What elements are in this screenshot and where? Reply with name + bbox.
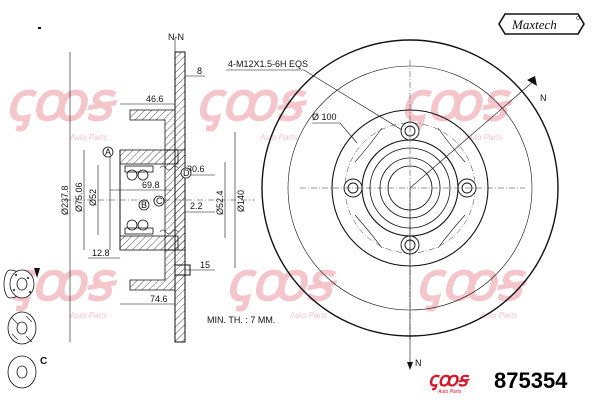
- dim-75: Ø75.06: [74, 182, 84, 212]
- dim-52: Ø52: [88, 189, 98, 206]
- gos-logo: ꞔꝏꞩ Auto Parts: [428, 369, 470, 395]
- section-label: N-N: [168, 32, 184, 42]
- dim-8: 8: [197, 66, 202, 76]
- watermark-group: ꞔꝏꞩ Auto Parts ꞔꝏꞩ Auto Parts ꞔꝏꞩ Auto P…: [5, 72, 528, 320]
- watermark: ꞔꝏꞩ: [195, 72, 308, 132]
- watermark-sub: Auto Parts: [69, 133, 107, 142]
- dim-2-2: 2.2: [190, 201, 203, 211]
- corner-mark: [38, 27, 41, 29]
- gos-logo-sub: Auto Parts: [437, 389, 462, 395]
- svg-text:C: C: [40, 356, 47, 367]
- watermark: ꞔꝏꞩ: [5, 72, 118, 132]
- callout-a: A: [102, 146, 114, 158]
- part-number: 875354: [494, 368, 568, 393]
- dim-140: Ø140: [236, 190, 246, 212]
- callout-d-label: D: [183, 168, 190, 178]
- cross-section: N-N 8 46.6 30.6 69.8 2.2 12.8 15 74.6 Ø2…: [60, 32, 255, 343]
- coated-disc-icon: C: [7, 355, 47, 389]
- section-mark-top: N: [540, 93, 547, 103]
- dim-outer-diameter: Ø237.8: [60, 185, 70, 215]
- callout-a-label: A: [105, 147, 111, 157]
- grooved-disc-icon: [7, 311, 37, 345]
- callout-b: B: [138, 199, 150, 211]
- section-mark-bottom: N: [415, 358, 422, 368]
- drilled-disc-icon: [3, 268, 40, 299]
- dim-74-6: 74.6: [150, 294, 168, 304]
- callout-c-label: C: [156, 196, 163, 206]
- dim-100: Ø 100: [312, 112, 337, 122]
- watermark-sub: Auto Parts: [289, 311, 327, 320]
- watermark: ꞔꝏꞩ: [400, 72, 513, 132]
- dim-15: 15: [200, 260, 210, 270]
- watermark-sub: Auto Parts: [479, 311, 517, 320]
- front-view: N N 4-M12X1.5-6H EQS Ø 100: [226, 39, 559, 370]
- maxtech-logo: Maxtech: [498, 13, 585, 35]
- logo-text: Maxtech: [511, 17, 557, 32]
- dim-52-4: Ø52.4: [215, 190, 225, 215]
- watermark-sub: Auto Parts: [69, 311, 107, 320]
- callout-c: C: [153, 195, 165, 207]
- dim-46-6: 46.6: [146, 94, 164, 104]
- dim-30-6: 30.6: [187, 164, 205, 174]
- callout-b-label: B: [141, 200, 147, 210]
- gos-logo-text: ꞔꝏꞩ: [428, 369, 470, 391]
- thread-spec: 4-M12X1.5-6H EQS: [228, 59, 308, 69]
- watermark-sub: Auto Parts: [464, 133, 502, 142]
- min-thickness: MIN. TH. : 7 MM.: [207, 315, 275, 325]
- callout-d: D: [180, 167, 192, 179]
- watermark-sub: Auto Parts: [259, 133, 297, 142]
- dim-69-8: 69.8: [142, 180, 160, 190]
- watermark: ꞔꝏꞩ: [415, 252, 528, 312]
- dim-12-8: 12.8: [92, 248, 110, 258]
